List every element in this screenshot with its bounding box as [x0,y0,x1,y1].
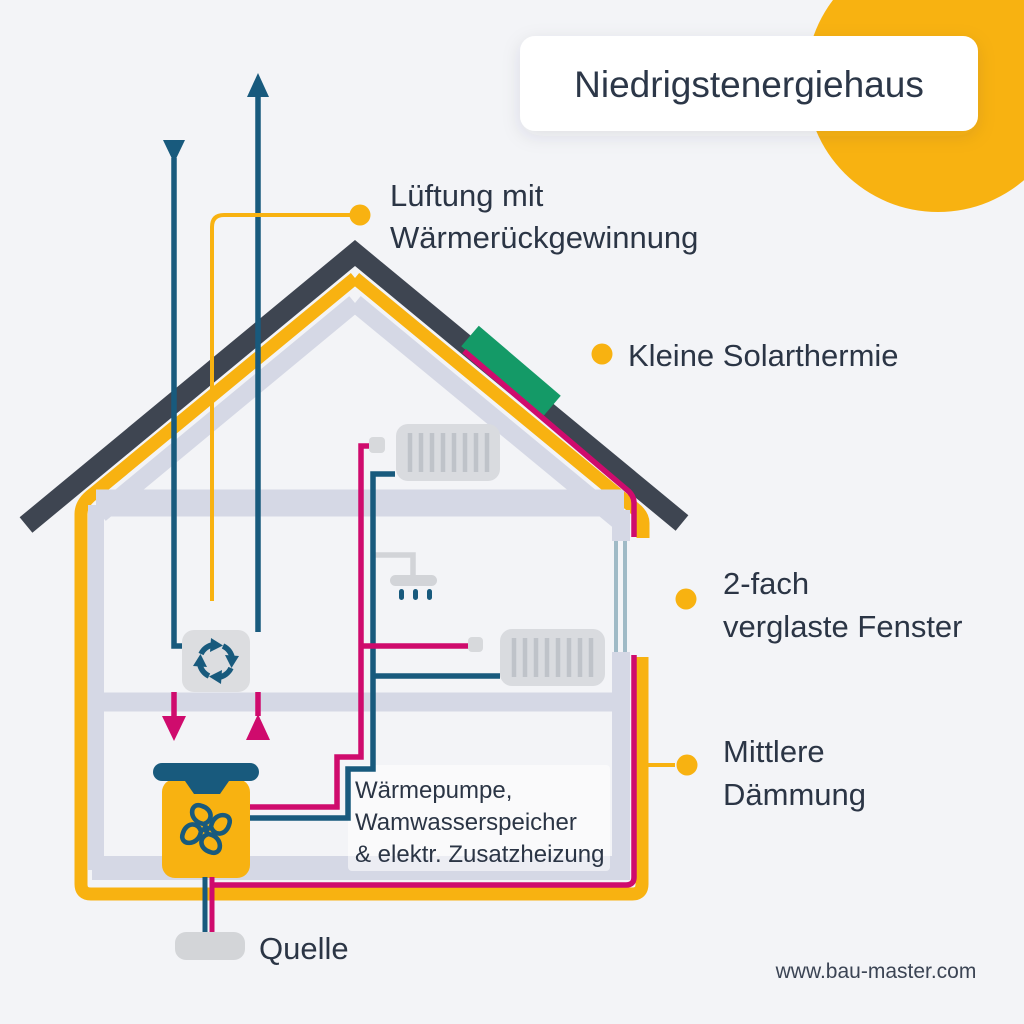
label-insulation-line1: Mittlere [723,734,825,769]
label-window-line1: 2-fach [723,566,809,601]
radiator-valve [369,437,385,453]
radiator-upper-floor [500,629,605,686]
window-glazing [614,541,627,652]
label-ventilation-line2: Wärmerückgewinnung [390,220,698,255]
label-insulation-line2: Dämmung [723,777,866,812]
label-dot [676,754,698,776]
heating-pipes [250,437,500,821]
title-card: Niedrigstenergiehaus [520,36,978,131]
up-arrow-icon [247,73,269,97]
down-arrow-icon [163,140,185,163]
source-probe [175,877,245,960]
label-heatpump-line2: Wamwasserspeicher [355,809,577,836]
ventilation-unit [182,630,250,692]
radiator-valve [468,637,483,652]
ventilation-ducts [162,73,270,741]
extract-air-arrow-icon [246,714,270,740]
solar-panel [461,325,561,417]
label-source: Quelle [259,931,349,966]
label-dot [591,343,613,365]
fan-icon [182,805,230,853]
radiator-attic [396,424,500,481]
solar-pipe-roof [462,348,637,537]
heat-pump [153,763,259,878]
label-connectors [349,204,698,776]
roof-outer-band [19,240,689,533]
insulation-band-left-bottom [74,272,649,901]
page-title: Niedrigstenergiehaus [574,64,924,105]
label-heatpump-line1: Wärmepumpe, [355,777,512,804]
website-footer: www.bau-master.com [775,960,977,983]
label-window-line2: verglaste Fenster [723,609,963,644]
shower-icon [373,552,437,600]
ventilation-leader-line [210,213,360,601]
label-solar: Kleine Solarthermie [628,338,899,373]
label-dot [675,588,697,610]
title-card-bg [520,36,978,131]
heatpump-text-panel [348,765,610,871]
label-heatpump-line3: & elektr. Zusatzheizung [355,841,604,868]
supply-pipe [250,443,371,810]
solar-pipe-wall-bottom [214,655,637,888]
label-ventilation-line1: Lüftung mit [390,178,544,213]
label-dot [349,204,371,226]
supply-air-arrow-icon [162,716,186,741]
return-pipe [250,471,395,821]
